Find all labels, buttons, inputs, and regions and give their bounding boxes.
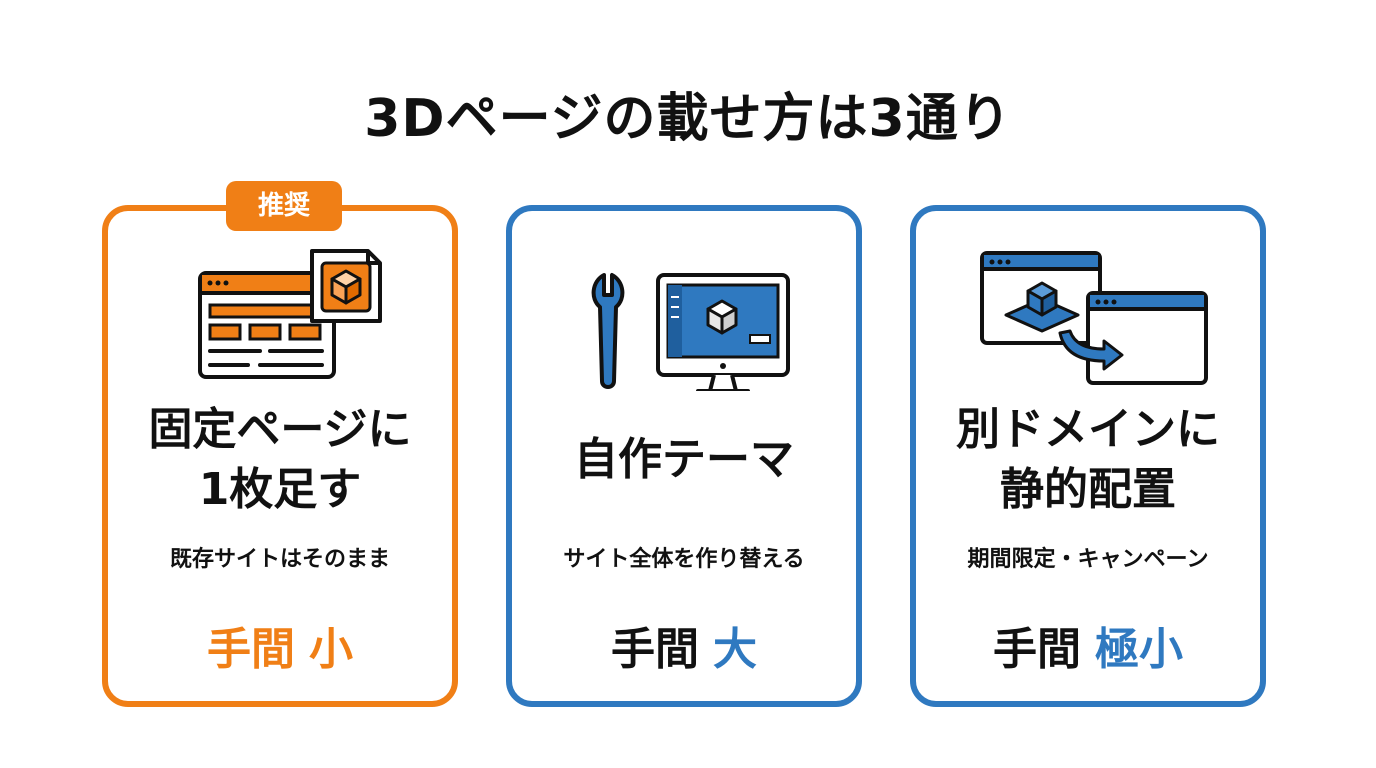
browser-transfer-icon xyxy=(980,251,1208,385)
webpage-with-3d-file-icon xyxy=(198,249,382,379)
card-subtitle: 既存サイトはそのまま xyxy=(169,547,390,572)
card-heading-line1: 固定ページに xyxy=(148,404,412,455)
card-heading-line2: 1枚足す xyxy=(198,464,362,515)
card-fixed-page: 固定ページに 1枚足す 既存サイトはそのまま 手間小 xyxy=(102,205,458,707)
card-separate-domain: 別ドメインに 静的配置 期間限定・キャンペーン 手間極小 xyxy=(910,205,1266,707)
card-heading-line1: 自作テーマ xyxy=(574,434,794,485)
effort-value: 小 xyxy=(309,624,353,675)
card-heading-line2: 静的配置 xyxy=(1000,464,1176,515)
wrench-and-monitor-icon xyxy=(591,273,790,391)
page-title: 3Dページの載せ方は3通り xyxy=(364,89,1012,149)
effort-label: 手間 xyxy=(207,624,295,675)
card-subtitle: 期間限定・キャンペーン xyxy=(967,547,1209,572)
effort-value: 極小 xyxy=(1095,624,1183,675)
recommended-badge: 推奨 xyxy=(226,181,342,231)
card-heading-line1: 別ドメインに xyxy=(956,404,1220,455)
effort-label: 手間 xyxy=(993,624,1081,675)
card-custom-theme: 自作テーマ サイト全体を作り替える 手間大 xyxy=(506,205,862,707)
effort-value: 大 xyxy=(713,624,757,675)
effort-rating: 手間極小 xyxy=(916,613,1260,677)
card-subtitle: サイト全体を作り替える xyxy=(563,547,805,572)
effort-rating: 手間小 xyxy=(108,613,452,677)
effort-label: 手間 xyxy=(611,624,699,675)
effort-rating: 手間大 xyxy=(512,613,856,677)
